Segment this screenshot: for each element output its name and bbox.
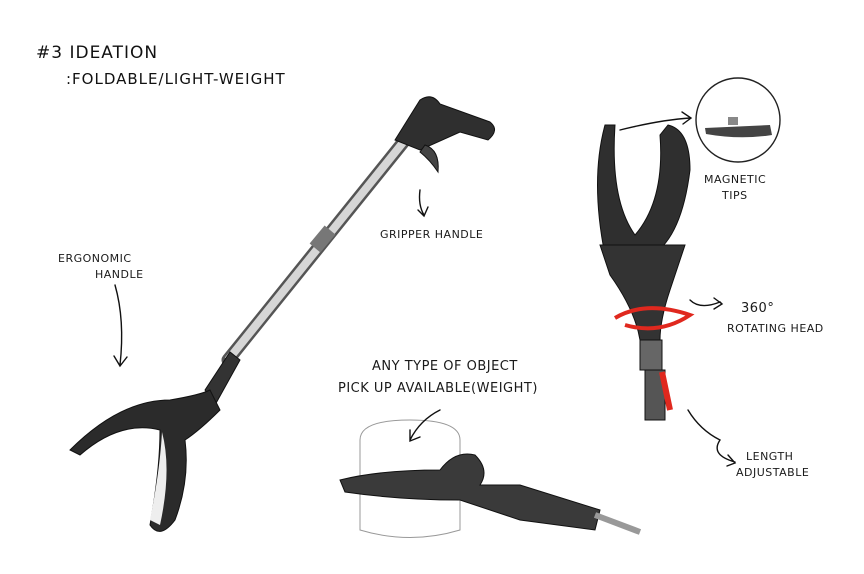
label-handle: HANDLE [95, 268, 144, 281]
label-gripper-handle: GRIPPER HANDLE [380, 228, 483, 241]
label-adjustable: ADJUSTABLE [736, 466, 809, 479]
label-ergonomic: ERGONOMIC [58, 252, 132, 265]
object-pickup-sketch [339, 419, 642, 538]
label-tips: TIPS [721, 189, 748, 202]
sketch-title: #3 IDEATION [36, 43, 158, 63]
label-pickup: PICK UP AVAILABLE(WEIGHT) [338, 381, 538, 396]
label-rotating-head: ROTATING HEAD [727, 322, 824, 335]
label-360: 360° [741, 301, 774, 316]
sketch-subtitle: :FOLDABLE/LIGHT-WEIGHT [66, 70, 286, 88]
label-magnetic: MAGNETIC [704, 173, 766, 186]
rotate-arrow-icon [613, 306, 695, 331]
extend-arrow-icon [659, 371, 673, 411]
label-any-object: ANY TYPE OF OBJECT [372, 359, 518, 374]
label-length: LENGTH [746, 450, 793, 463]
rotating-head-sketch [597, 77, 781, 421]
reacher-main [69, 96, 495, 532]
